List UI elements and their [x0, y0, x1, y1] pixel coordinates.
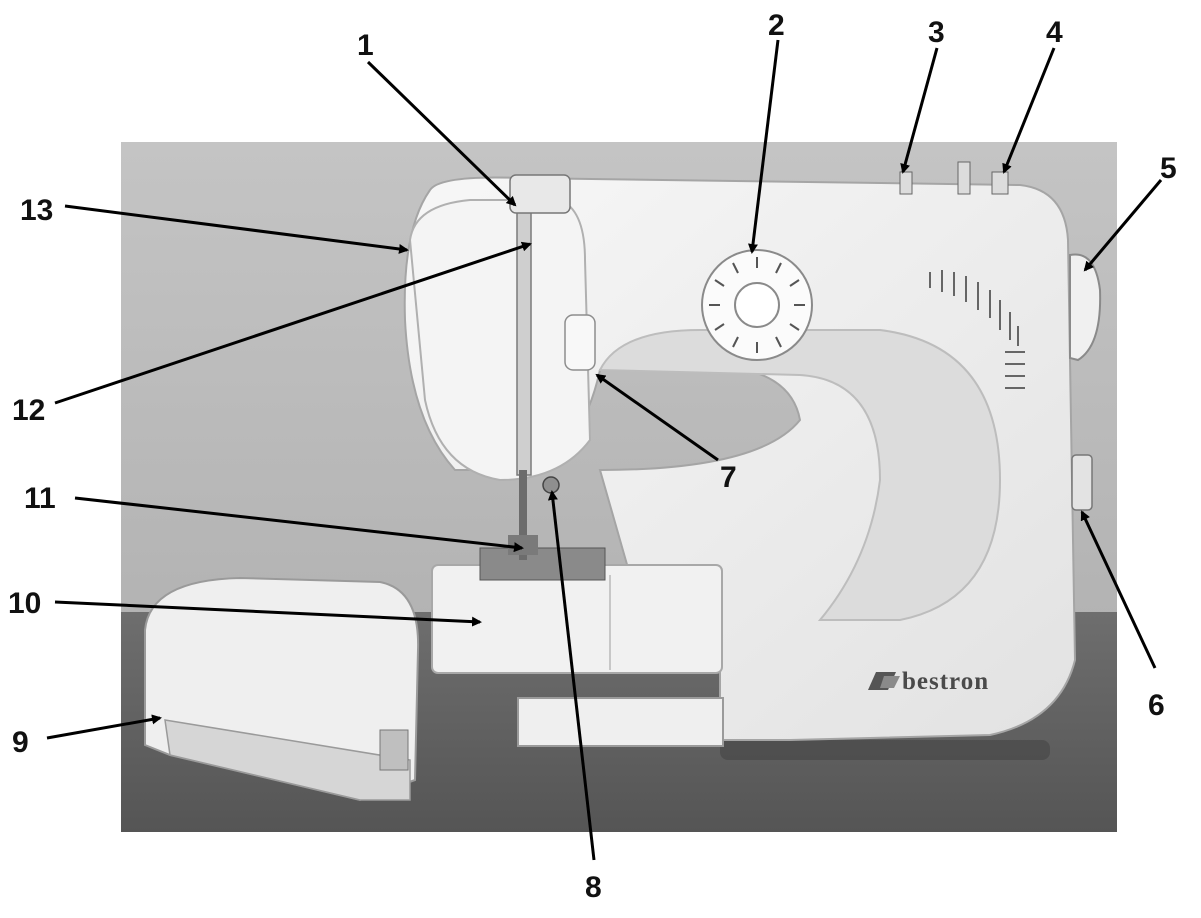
callout-12: 12 — [12, 394, 45, 427]
leader-5 — [1083, 179, 1163, 272]
callout-11: 11 — [24, 482, 56, 515]
sewing-machine: bestron — [403, 161, 1102, 760]
leader-13 — [64, 204, 409, 254]
callout-9: 9 — [12, 726, 29, 759]
photo: bestron — [121, 142, 1117, 832]
leader-3 — [900, 47, 939, 174]
free-arm-base — [431, 564, 723, 674]
callout-5: 5 — [1160, 152, 1177, 185]
leader-10 — [54, 600, 482, 627]
leader-12 — [54, 241, 532, 405]
callout-6: 6 — [1148, 689, 1165, 722]
spool-pin-center — [957, 161, 971, 195]
leader-lines — [46, 39, 1163, 861]
handwheel — [1069, 253, 1102, 362]
svg-text:bestron: bestron — [902, 668, 989, 695]
bobbin-winder — [991, 171, 1009, 195]
leader-4 — [1002, 47, 1056, 174]
power-switch — [1071, 454, 1093, 511]
callout-numbers: 1 2 3 4 5 6 7 8 9 10 11 12 13 — [8, 9, 1177, 904]
leader-7 — [595, 373, 719, 462]
leader-8 — [547, 490, 596, 861]
needle-clamp-screw — [542, 476, 560, 494]
leader-9 — [46, 714, 162, 740]
thread-guide-knob — [564, 314, 596, 371]
needle-bar — [519, 470, 527, 560]
leader-2 — [748, 39, 780, 254]
leader-1 — [366, 60, 517, 207]
stitch-selector-dial — [701, 249, 813, 361]
callout-7: 7 — [720, 461, 737, 494]
leader-11 — [74, 496, 524, 553]
leader-6 — [1080, 510, 1157, 669]
extension-table-cover — [144, 576, 420, 802]
spool-pin-left — [899, 171, 913, 195]
presser-foot — [508, 535, 538, 555]
callout-10: 10 — [8, 587, 41, 620]
support-bar — [517, 697, 724, 747]
needle-plate — [479, 547, 606, 581]
brand-logo: bestron — [868, 668, 989, 695]
callout-3: 3 — [928, 16, 945, 49]
callout-2: 2 — [768, 9, 785, 42]
callout-8: 8 — [585, 871, 602, 904]
callout-1: 1 — [357, 29, 374, 62]
callout-13: 13 — [20, 194, 53, 227]
top-guide — [509, 174, 571, 214]
stitch-pattern-chart — [929, 270, 1025, 389]
callout-4: 4 — [1046, 16, 1063, 49]
